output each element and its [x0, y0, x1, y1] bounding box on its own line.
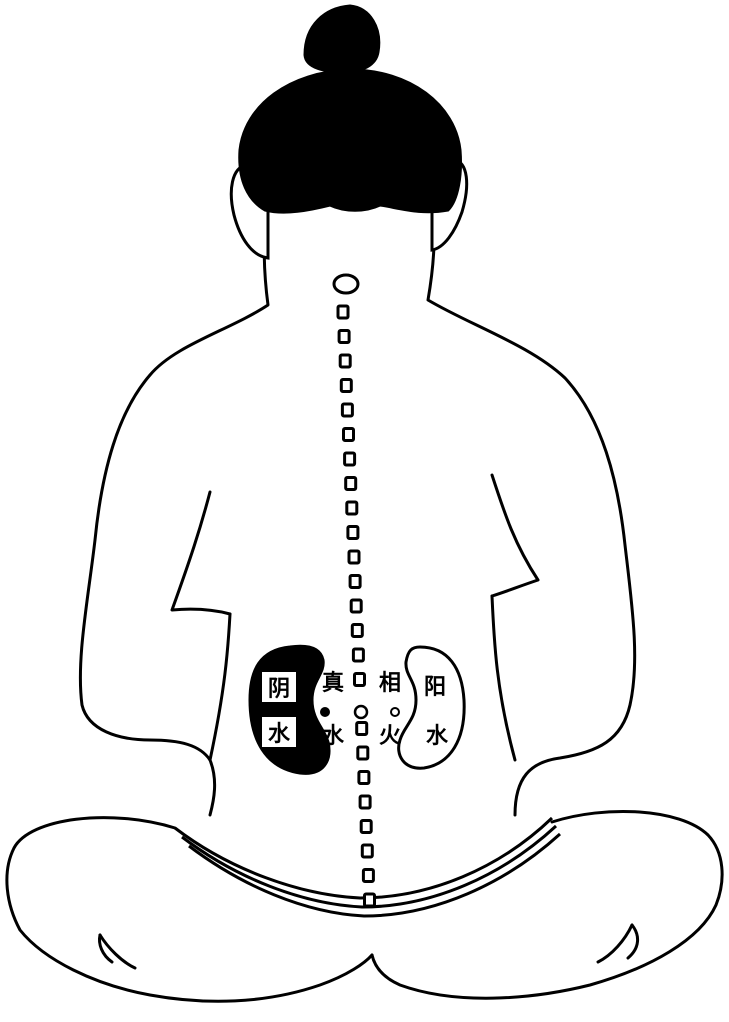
point-center-circle: [355, 706, 367, 718]
vertebra: [363, 870, 373, 882]
vertebra: [350, 576, 360, 588]
label-yin-text: 阴: [268, 676, 290, 702]
vertebra: [359, 772, 369, 784]
point-small-circle: [391, 708, 399, 716]
vertebra: [348, 527, 358, 539]
vertebra: [342, 404, 352, 416]
head-hair: [240, 6, 461, 212]
label-mid-water-text: 水: [322, 723, 345, 749]
vertebra: [346, 478, 356, 490]
vertebra: [349, 551, 359, 563]
vertebra: [344, 429, 354, 441]
label-fire-text: 火: [379, 723, 401, 749]
vertebra: [358, 747, 368, 759]
point-black-dot: [320, 707, 330, 717]
vertebra: [345, 453, 355, 465]
vertebra: [351, 600, 361, 612]
label-left-water-text: 水: [268, 721, 291, 747]
vertebra: [365, 894, 375, 906]
label-right-water-text: 水: [426, 723, 449, 749]
kidney-right: 阳 水: [399, 647, 465, 768]
label-true-text: 真: [322, 670, 344, 696]
vertebra: [352, 625, 362, 637]
kidney-left: 阴 水: [250, 646, 329, 773]
vertebra: [338, 306, 348, 318]
vertebra: [340, 355, 350, 367]
vertebra: [362, 845, 372, 857]
vertebra: [360, 796, 370, 808]
vertebra: [339, 331, 349, 343]
vertebra: [341, 380, 351, 392]
label-xiang-text: 相: [379, 670, 401, 696]
vertebra: [357, 723, 367, 735]
vertebra: [361, 821, 371, 833]
vertebra: [355, 674, 365, 686]
top-point-circle: [334, 275, 358, 293]
vertebra: [347, 502, 357, 514]
label-yang-text: 阳: [424, 674, 446, 700]
vertebra: [353, 649, 363, 661]
spine-vertebrae: [338, 306, 375, 906]
